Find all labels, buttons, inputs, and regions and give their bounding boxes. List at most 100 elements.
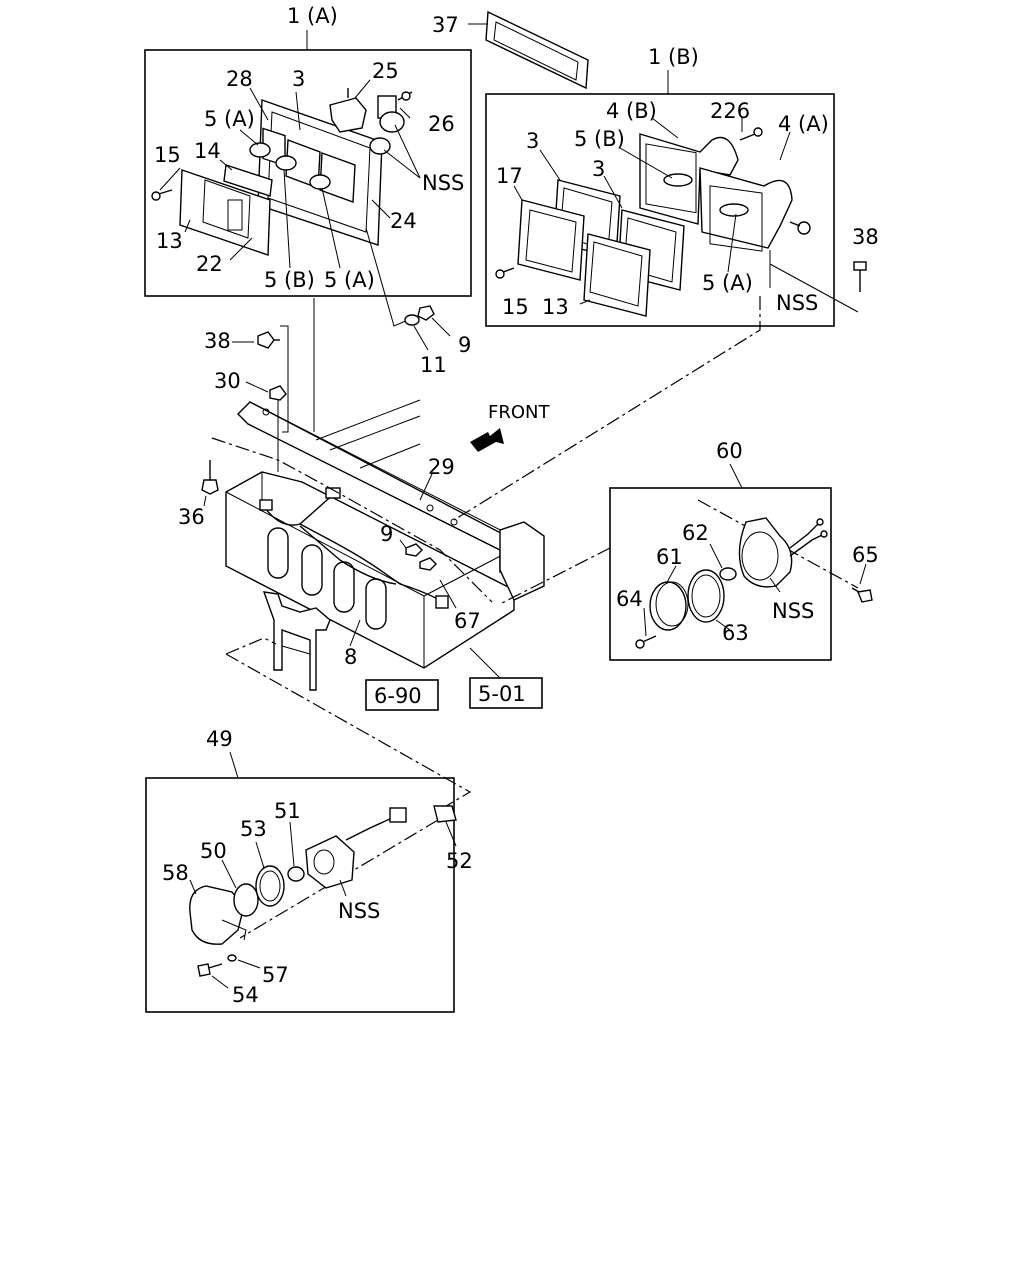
- callout-5a-b: 5 (A): [702, 271, 753, 295]
- lens-50: [233, 883, 259, 917]
- nut-9: [417, 305, 435, 321]
- washer-11: [404, 314, 420, 326]
- callout-3: 3: [292, 67, 305, 91]
- callout-29: 29: [428, 455, 455, 479]
- callout-61: 61: [656, 545, 683, 569]
- callout-58: 58: [162, 861, 189, 885]
- group-1b-label: 1 (B): [648, 45, 699, 69]
- callout-64: 64: [616, 587, 643, 611]
- callout-226: 226: [710, 99, 750, 123]
- bulb-62: [719, 567, 737, 581]
- socket-ring: [379, 111, 405, 133]
- nut-9-main: [405, 543, 423, 557]
- group-60: 60 62 61 65 64 63 NSS: [609, 439, 879, 661]
- callout-26: 26: [428, 112, 455, 136]
- callout-22: 22: [196, 252, 223, 276]
- group-60-label: 60: [716, 439, 743, 463]
- callout-9-top: 9: [458, 333, 471, 357]
- projection-line-36: [211, 437, 493, 603]
- group-1a: 1 (A): [144, 4, 472, 297]
- callout-54: 54: [232, 983, 259, 1007]
- callout-57: 57: [262, 963, 289, 987]
- callout-17: 17: [496, 164, 523, 188]
- ref-5-01-label: 5-01: [478, 682, 526, 706]
- ref-6-90-label: 6-90: [374, 684, 422, 708]
- screw-65: [857, 589, 873, 603]
- callout-24: 24: [390, 209, 417, 233]
- callout-50: 50: [200, 839, 227, 863]
- bolt-38: [257, 331, 275, 349]
- lamp-cover-58: [189, 885, 245, 945]
- callout-4a: 4 (A): [778, 112, 829, 136]
- lens-13: [179, 169, 271, 256]
- callout-nss-60: NSS: [772, 599, 814, 623]
- callout-5a-lower: 5 (A): [324, 268, 375, 292]
- nut-30: [269, 385, 287, 401]
- lamp-wires: [789, 521, 825, 557]
- callout-36: 36: [178, 505, 205, 529]
- callout-5a: 5 (A): [204, 107, 255, 131]
- bumper-assembly: 38 30 29 36 9 67 8: [178, 298, 545, 691]
- bulb-5b: [275, 155, 297, 171]
- callout-25: 25: [372, 59, 399, 83]
- callout-15: 15: [154, 143, 181, 167]
- callout-63: 63: [722, 621, 749, 645]
- bolt-36: [201, 479, 219, 495]
- callout-3-b2: 3: [592, 157, 605, 181]
- callout-53: 53: [240, 817, 267, 841]
- part-37-cover: 37: [432, 10, 589, 90]
- socket-housing: [305, 835, 355, 889]
- front-arrow-icon: [470, 428, 504, 452]
- callout-65: 65: [852, 543, 879, 567]
- projection-line-1b: [453, 296, 761, 521]
- callout-14: 14: [194, 139, 221, 163]
- callout-13-b: 13: [542, 295, 569, 319]
- gasket-63: [687, 569, 725, 623]
- callout-67: 67: [454, 609, 481, 633]
- group-1a-frame: [144, 49, 472, 297]
- callout-62: 62: [682, 521, 709, 545]
- connector-52: [433, 805, 457, 823]
- washer-57: [227, 954, 237, 962]
- group-49-frame: [145, 777, 455, 1013]
- callout-37: 37: [432, 13, 459, 37]
- callout-38-left: 38: [204, 329, 231, 353]
- callout-11: 11: [420, 353, 447, 377]
- callout-51: 51: [274, 799, 301, 823]
- callout-13: 13: [156, 229, 183, 253]
- connector: [389, 807, 407, 823]
- mount-bracket: [262, 591, 331, 691]
- group-1b-frame: [485, 93, 835, 327]
- callout-15-b: 15: [502, 295, 529, 319]
- ref-5-01[interactable]: 5-01: [469, 677, 543, 709]
- bulb-5a-2: [309, 174, 331, 190]
- callout-5b-b: 5 (B): [574, 127, 625, 151]
- callout-30: 30: [214, 369, 241, 393]
- flasher-25: [329, 97, 367, 133]
- callout-28: 28: [226, 67, 253, 91]
- callout-52: 52: [446, 849, 473, 873]
- callout-38-right: 38: [852, 225, 879, 249]
- screw-54: [197, 963, 211, 977]
- callout-5b: 5 (B): [264, 268, 315, 292]
- wire-52: [345, 817, 393, 841]
- callout-8: 8: [344, 645, 357, 669]
- callout-4b: 4 (B): [606, 99, 657, 123]
- group-1b: 1 (B): [485, 45, 859, 327]
- group-49-label: 49: [206, 727, 233, 751]
- group-49: 49 51 53 50 58 NSS 57 54: [145, 727, 455, 1013]
- ref-6-90[interactable]: 6-90: [365, 679, 439, 711]
- reflector-14: [223, 164, 273, 197]
- front-indicator: FRONT: [470, 402, 550, 452]
- bulb-5a: [249, 142, 271, 158]
- end-plate: [499, 521, 545, 601]
- group-1a-label: 1 (A): [287, 4, 338, 28]
- callout-nss-49: NSS: [338, 899, 380, 923]
- lamp-housing-60: [738, 517, 793, 588]
- callout-nss-1a: NSS: [422, 171, 464, 195]
- callout-9-main: 9: [380, 522, 393, 546]
- bulb-51: [287, 866, 305, 882]
- front-label: FRONT: [488, 402, 550, 423]
- callout-3-b1: 3: [526, 129, 539, 153]
